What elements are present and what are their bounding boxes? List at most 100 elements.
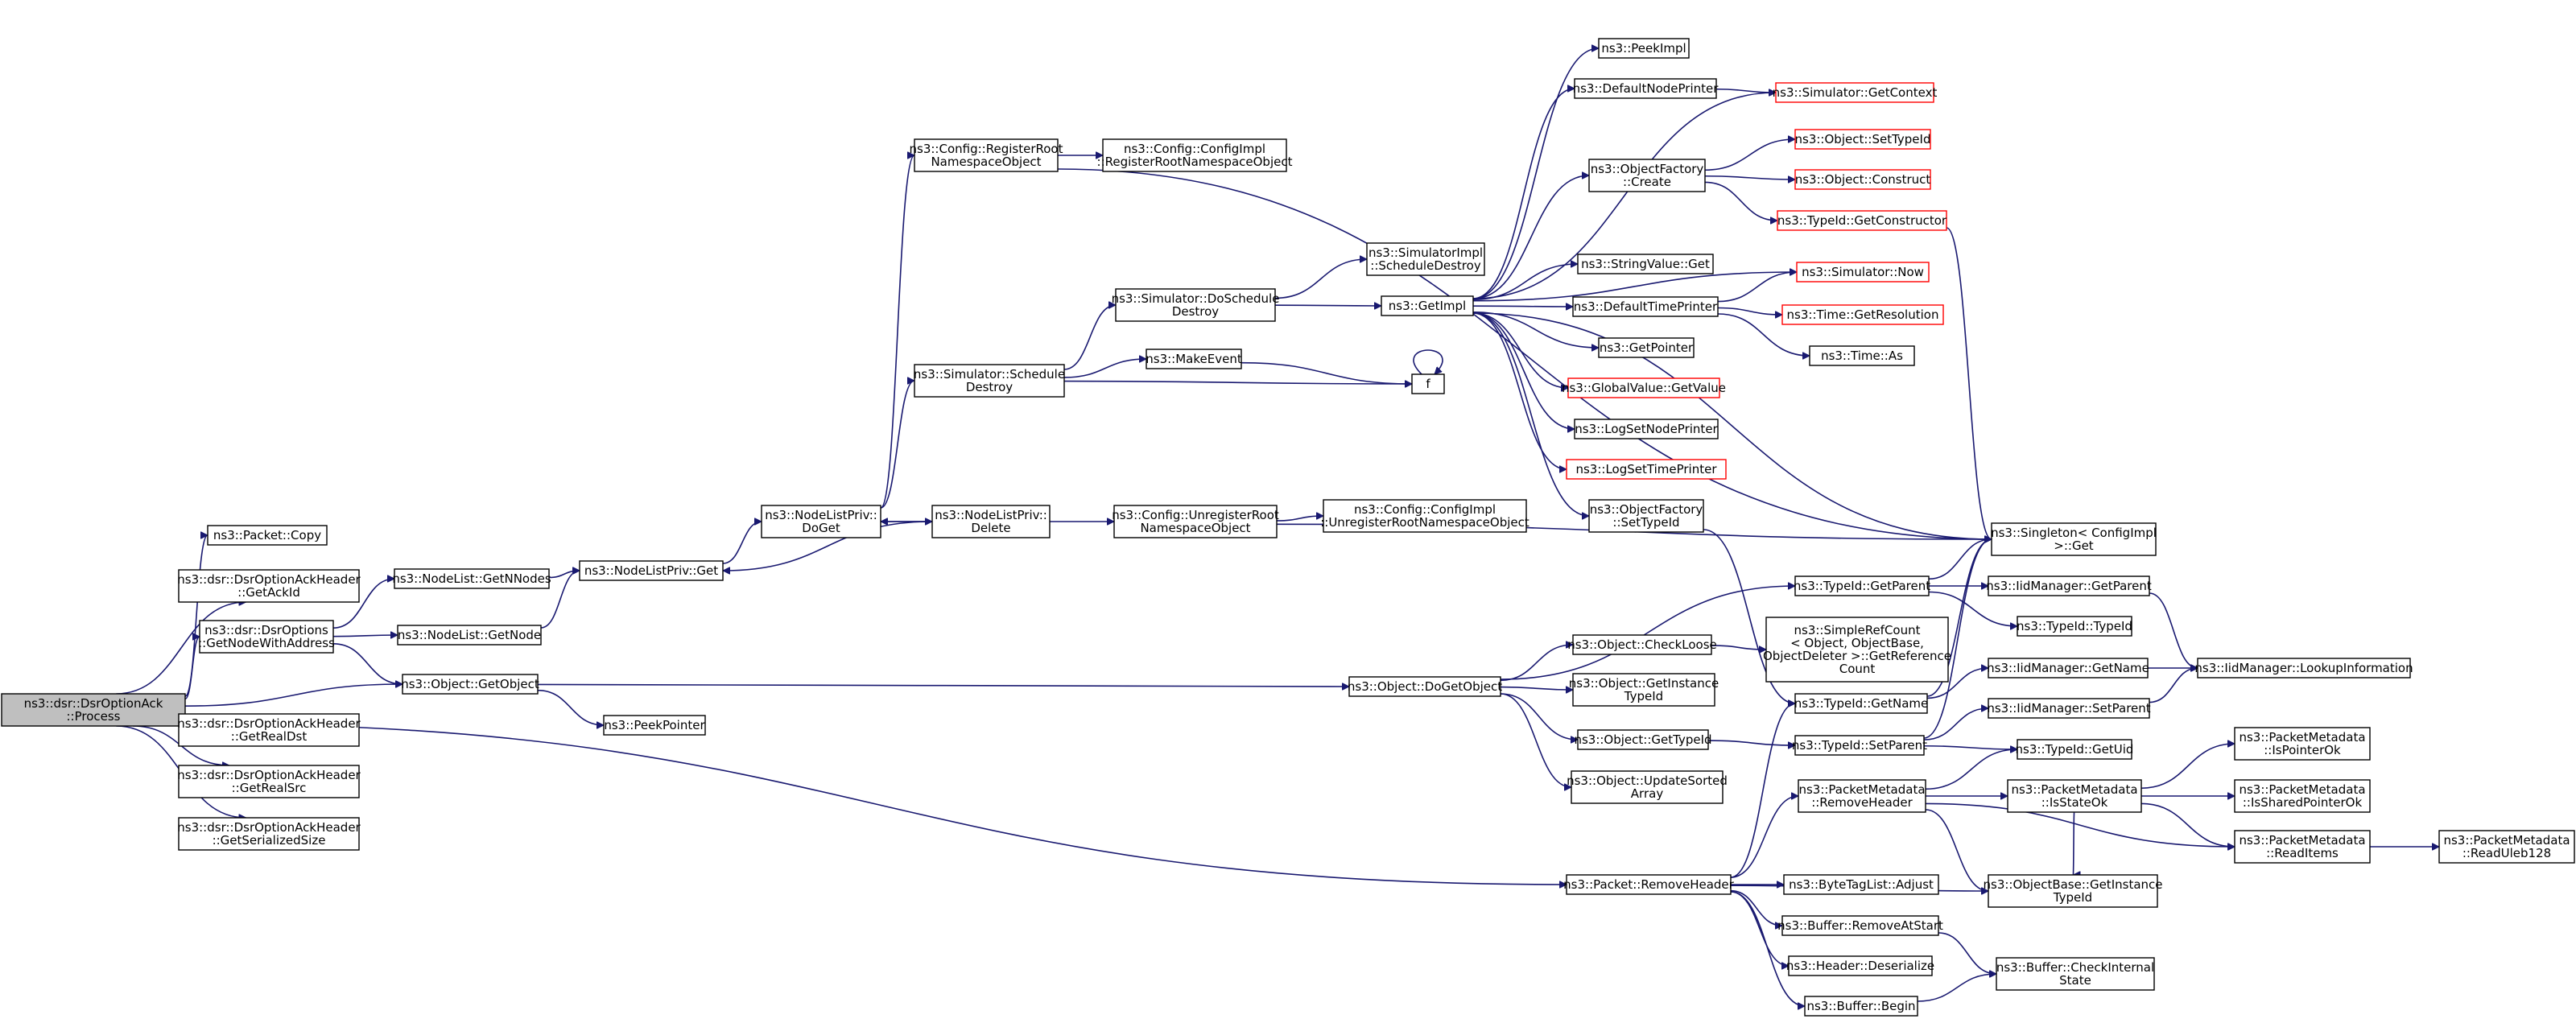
node-headerdeser[interactable]: ns3::Header::Deserialize <box>1786 955 1934 976</box>
node-iidlookup[interactable]: ns3::IidManager::LookupInformation <box>2194 658 2413 679</box>
node-box <box>1348 676 1501 697</box>
node-simgetcontext[interactable]: ns3::Simulator::GetContext <box>1773 82 1938 103</box>
node-stringvalget[interactable]: ns3::StringValue::Get <box>1577 254 1714 274</box>
node-globalvalget[interactable]: ns3::GlobalValue::GetValue <box>1562 377 1726 398</box>
node-getsersize[interactable]: ns3::dsr::DsrOptionAckHeader::GetSeriali… <box>177 817 361 851</box>
node-box <box>761 505 881 538</box>
node-objsettypeid[interactable]: ns3::Object::SetTypeId <box>1794 129 1931 150</box>
node-pmispointerok[interactable]: ns3::PacketMetadata::IsPointerOk <box>2234 727 2371 761</box>
node-box <box>1566 874 1732 895</box>
node-box <box>2017 739 2132 760</box>
node-getimpl[interactable]: ns3::GetImpl <box>1381 295 1474 316</box>
node-label-line: ns3::MakeEvent <box>1146 352 1242 366</box>
node-pmisstateok[interactable]: ns3::PacketMetadata::IsStateOk <box>2007 779 2142 813</box>
node-root[interactable]: ns3::dsr::DsrOptionAck::Process <box>1 693 186 727</box>
node-objcheckloose[interactable]: ns3::Object::CheckLoose <box>1567 634 1717 655</box>
edge-pmremoveheader-to-objbasegetinst <box>1925 809 1989 891</box>
edge-makeevent-to-f <box>1241 361 1412 384</box>
edge-getimpl-to-stringvalget <box>1472 264 1578 300</box>
node-typeidgetname[interactable]: ns3::TypeId::GetName <box>1794 693 1928 714</box>
node-timeas[interactable]: ns3::Time::As <box>1809 345 1915 366</box>
edge-pmremoveheader-to-typeidgetuid <box>1925 749 2017 790</box>
node-getnodewithaddr[interactable]: ns3::dsr::DsrOptions::GetNodeWithAddress <box>198 620 335 654</box>
node-box <box>931 505 1051 538</box>
node-logsetnodeprinter[interactable]: ns3::LogSetNodePrinter <box>1574 419 1719 439</box>
node-label-line: ns3::Object::UpdateSorted <box>1567 773 1728 788</box>
node-nlpdoget[interactable]: ns3::NodeListPriv::DoGet <box>761 505 881 538</box>
node-deftimeprinter[interactable]: ns3::DefaultTimePrinter <box>1572 296 1719 317</box>
node-bytetagadjust[interactable]: ns3::ByteTagList::Adjust <box>1783 874 1939 895</box>
node-label-line: ns3::TypeId::GetUid <box>2016 742 2134 757</box>
node-getobject[interactable]: ns3::Object::GetObject <box>401 674 539 695</box>
node-box <box>1572 296 1719 317</box>
edge-removeheader-to-bufbegin <box>1730 891 1806 1006</box>
node-objgettypeid[interactable]: ns3::Object::GetTypeId <box>1574 729 1712 750</box>
edge-root-to-getackid <box>116 602 246 695</box>
node-box <box>1381 295 1474 316</box>
node-logsettimeprinter[interactable]: ns3::LogSetTimePrinter <box>1566 459 1727 480</box>
node-objfactsettypeid[interactable]: ns3::ObjectFactory::SetTypeId <box>1588 499 1704 533</box>
node-iidgetparent[interactable]: ns3::IidManager::GetParent <box>1986 575 2152 596</box>
node-pmissharedptrok[interactable]: ns3::PacketMetadata::IsSharedPointerOk <box>2234 779 2371 813</box>
node-iidgetname[interactable]: ns3::IidManager::GetName <box>1987 658 2149 679</box>
node-typeidsetparent[interactable]: ns3::TypeId::SetParent <box>1792 735 1927 756</box>
node-typeidgetuid[interactable]: ns3::TypeId::GetUid <box>2016 739 2134 760</box>
node-nlpdelete[interactable]: ns3::NodeListPriv::Delete <box>931 505 1051 538</box>
edge-getimpl-to-logsetnodeprinter <box>1472 312 1575 429</box>
node-iidsetparent[interactable]: ns3::IidManager::SetParent <box>1987 698 2151 719</box>
node-getrealdst[interactable]: ns3::dsr::DsrOptionAckHeader::GetRealDst <box>177 713 361 747</box>
node-makeevent[interactable]: ns3::MakeEvent <box>1146 349 1242 369</box>
node-objconstruct[interactable]: ns3::Object::Construct <box>1794 169 1931 190</box>
node-singletonget[interactable]: ns3::Singleton< ConfigImpl >::Get <box>1991 522 2157 556</box>
node-label-line: ns3::Singleton< ConfigImpl <box>1991 526 2157 540</box>
node-box <box>1775 82 1934 103</box>
node-typeidgetparent[interactable]: ns3::TypeId::GetParent <box>1794 575 1930 596</box>
node-bufbegin[interactable]: ns3::Buffer::Begin <box>1804 996 1918 1017</box>
node-simplerefcount[interactable]: ns3::SimpleRefCount< Object, ObjectBase,… <box>1763 617 1951 683</box>
node-getpointer[interactable]: ns3::GetPointer <box>1598 337 1695 358</box>
node-label-line: ns3::NodeList::GetNode <box>398 628 541 642</box>
node-dogetobject[interactable]: ns3::Object::DoGetObject <box>1348 676 1502 697</box>
node-box <box>1113 505 1278 538</box>
node-implunregroot[interactable]: ns3::Config::ConfigImpl::UnregisterRootN… <box>1320 499 1530 533</box>
node-getnode[interactable]: ns3::NodeList::GetNode <box>397 625 542 646</box>
node-simimplsched[interactable]: ns3::SimulatorImpl::ScheduleDestroy <box>1366 242 1485 276</box>
node-nlpget[interactable]: ns3::NodeListPriv::Get <box>579 560 724 581</box>
node-label-line: ns3::Simulator::Now <box>1802 265 1924 279</box>
node-peekpointer[interactable]: ns3::PeekPointer <box>603 715 706 736</box>
node-box <box>1996 957 2155 991</box>
node-typeidgetctor[interactable]: ns3::TypeId::GetConstructor <box>1777 210 1947 231</box>
node-regroot[interactable]: ns3::Config::RegisterRootNamespaceObject <box>910 138 1063 172</box>
node-pmremoveheader[interactable]: ns3::PacketMetadata::RemoveHeader <box>1798 779 1926 813</box>
node-label-line: ::Create <box>1623 175 1671 189</box>
node-f[interactable]: f <box>1411 373 1445 394</box>
node-implregroot[interactable]: ns3::Config::ConfigImpl::RegisterRootNam… <box>1097 138 1293 172</box>
node-pmreaditems[interactable]: ns3::PacketMetadata::ReadItems <box>2234 830 2371 864</box>
node-typeidtypeid[interactable]: ns3::TypeId::TypeId <box>2017 616 2132 637</box>
node-timegetres[interactable]: ns3::Time::GetResolution <box>1781 304 1944 325</box>
node-schedestroy[interactable]: ns3::Simulator::ScheduleDestroy <box>914 364 1065 398</box>
node-objfactcreate[interactable]: ns3::ObjectFactory::Create <box>1588 159 1706 192</box>
node-box <box>1588 159 1706 192</box>
node-getrealsrc[interactable]: ns3::dsr::DsrOptionAckHeader::GetRealSrc <box>177 765 361 798</box>
node-label-line: NamespaceObject <box>1140 521 1250 535</box>
node-label-line: ns3::TypeId::GetParent <box>1794 579 1930 593</box>
node-bufremovestart[interactable]: ns3::Buffer::RemoveAtStart <box>1777 915 1943 936</box>
edge-typeidsetparent-to-singletonget <box>1923 539 1992 739</box>
node-label-line: ns3::dsr::DsrOptionAckHeader <box>177 716 361 731</box>
node-copy[interactable]: ns3::Packet::Copy <box>207 525 328 546</box>
node-defnodeprinter[interactable]: ns3::DefaultNodePrinter <box>1573 78 1719 99</box>
node-box <box>603 715 706 736</box>
node-getnnodes[interactable]: ns3::NodeList::GetNNodes <box>392 568 551 589</box>
node-unregroot[interactable]: ns3::Config::UnregisterRootNamespaceObje… <box>1112 505 1279 538</box>
node-simnow[interactable]: ns3::Simulator::Now <box>1796 262 1930 283</box>
node-removeheader[interactable]: ns3::Packet::RemoveHeader <box>1563 874 1735 895</box>
node-peekimpl[interactable]: ns3::PeekImpl <box>1598 38 1690 59</box>
node-getackid[interactable]: ns3::dsr::DsrOptionAckHeader::GetAckId <box>177 569 361 603</box>
node-pmreaduleb[interactable]: ns3::PacketMetadata::ReadUleb128 <box>2438 830 2575 864</box>
